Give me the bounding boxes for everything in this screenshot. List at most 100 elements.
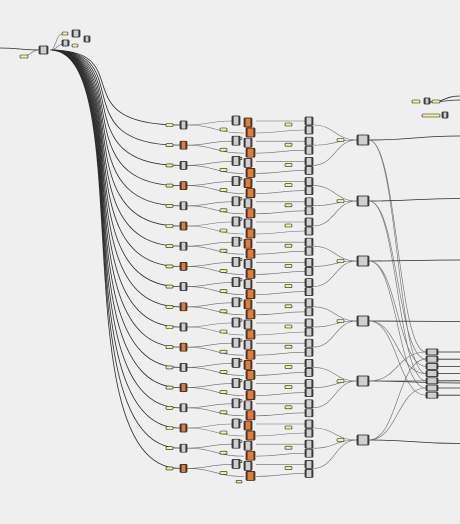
group-node-1[interactable]: [356, 134, 370, 146]
row-component-a[interactable]: [231, 196, 241, 207]
row-component-a[interactable]: [231, 135, 241, 146]
row-panel[interactable]: [219, 289, 228, 293]
row-component-orange[interactable]: [245, 450, 256, 461]
row-output-a[interactable]: [304, 298, 314, 308]
row-component-a[interactable]: [231, 459, 241, 469]
group-panel[interactable]: [336, 379, 345, 383]
row-slider[interactable]: [165, 446, 174, 451]
row-slider[interactable]: [165, 183, 174, 188]
row-panel[interactable]: [219, 329, 228, 334]
row-panel[interactable]: [219, 188, 228, 192]
row-output-a[interactable]: [304, 136, 314, 146]
row-output-a[interactable]: [304, 419, 314, 429]
source-node[interactable]: [38, 45, 49, 55]
merge-port-2[interactable]: [425, 355, 439, 363]
tr-node-b[interactable]: [441, 111, 449, 119]
row-panel[interactable]: [219, 208, 228, 213]
merge-port-7[interactable]: [425, 391, 439, 399]
row-panel[interactable]: [219, 410, 228, 415]
row-input-node[interactable]: [179, 363, 188, 372]
row-panel[interactable]: [219, 430, 228, 435]
row-value-panel[interactable]: [284, 304, 293, 309]
row-component-a[interactable]: [231, 115, 241, 126]
tr-panel-b[interactable]: [431, 99, 441, 104]
row-component-b[interactable]: [243, 178, 253, 188]
row-component-orange[interactable]: [245, 430, 256, 441]
row-component-orange[interactable]: [245, 370, 256, 380]
row-slider[interactable]: [165, 304, 174, 309]
group-panel[interactable]: [336, 138, 345, 142]
row-component-orange[interactable]: [245, 188, 256, 198]
row-input-node[interactable]: [179, 201, 188, 211]
row-value-panel[interactable]: [284, 365, 293, 369]
row-component-orange[interactable]: [245, 410, 256, 421]
tr-panel-c[interactable]: [421, 113, 441, 118]
row-component-a[interactable]: [231, 277, 241, 287]
row-component-orange[interactable]: [245, 147, 256, 158]
row-component-a[interactable]: [231, 358, 241, 368]
row-output-b[interactable]: [304, 368, 314, 377]
row-component-b[interactable]: [243, 299, 253, 310]
row-input-node[interactable]: [179, 120, 188, 130]
row-component-orange[interactable]: [245, 390, 256, 400]
row-input-node[interactable]: [179, 322, 188, 332]
row-input-node[interactable]: [179, 262, 188, 271]
group-panel[interactable]: [336, 199, 345, 203]
row-output-a[interactable]: [304, 359, 314, 368]
row-slider[interactable]: [165, 325, 174, 329]
row-component-a[interactable]: [231, 236, 241, 247]
row-output-a[interactable]: [304, 258, 314, 267]
row-output-a[interactable]: [304, 197, 314, 207]
row-component-a[interactable]: [231, 317, 241, 328]
row-output-b[interactable]: [304, 125, 314, 135]
row-output-b[interactable]: [304, 388, 314, 397]
row-component-orange[interactable]: [245, 248, 256, 259]
group-panel[interactable]: [336, 319, 345, 323]
row-output-b[interactable]: [304, 226, 314, 236]
row-output-b[interactable]: [304, 428, 314, 438]
row-panel[interactable]: [219, 450, 228, 455]
row-component-a[interactable]: [231, 176, 241, 186]
row-output-a[interactable]: [304, 399, 314, 409]
row-value-panel[interactable]: [284, 284, 293, 288]
row-panel[interactable]: [219, 147, 228, 152]
row-panel[interactable]: [219, 228, 228, 233]
row-component-orange[interactable]: [245, 349, 256, 360]
row-component-b[interactable]: [243, 158, 253, 168]
merge-port-5[interactable]: [425, 377, 439, 385]
row-value-panel[interactable]: [284, 385, 293, 389]
row-output-b[interactable]: [304, 206, 314, 216]
row-component-orange[interactable]: [245, 289, 256, 299]
row-slider[interactable]: [165, 466, 174, 471]
row-output-b[interactable]: [304, 347, 314, 357]
row-output-b[interactable]: [304, 469, 314, 478]
row-component-b[interactable]: [243, 117, 253, 128]
row-component-orange[interactable]: [245, 208, 256, 219]
row-component-orange[interactable]: [245, 329, 256, 340]
row-component-b[interactable]: [243, 279, 253, 289]
row-output-b[interactable]: [304, 246, 314, 256]
row-value-panel[interactable]: [284, 405, 293, 410]
merge-port-6[interactable]: [425, 384, 439, 392]
row-output-b[interactable]: [304, 267, 314, 276]
row-slider[interactable]: [165, 123, 174, 127]
row-value-panel[interactable]: [284, 466, 293, 470]
slider-a[interactable]: [61, 31, 69, 36]
row-output-a[interactable]: [304, 318, 314, 328]
row-input-node[interactable]: [179, 282, 188, 291]
group-node-3[interactable]: [356, 255, 370, 267]
row-output-b[interactable]: [304, 186, 314, 195]
row-value-panel[interactable]: [284, 163, 293, 167]
group-node-5[interactable]: [356, 375, 370, 387]
row-slider[interactable]: [165, 163, 174, 168]
row-slider[interactable]: [165, 345, 174, 350]
row-value-panel[interactable]: [284, 425, 293, 430]
group-node-6[interactable]: [356, 434, 370, 446]
row-value-panel[interactable]: [284, 264, 293, 268]
row-component-orange[interactable]: [245, 269, 256, 279]
row-component-b[interactable]: [243, 238, 253, 249]
row-value-panel[interactable]: [284, 324, 293, 329]
row-output-a[interactable]: [304, 379, 314, 388]
row-value-panel[interactable]: [284, 243, 293, 248]
